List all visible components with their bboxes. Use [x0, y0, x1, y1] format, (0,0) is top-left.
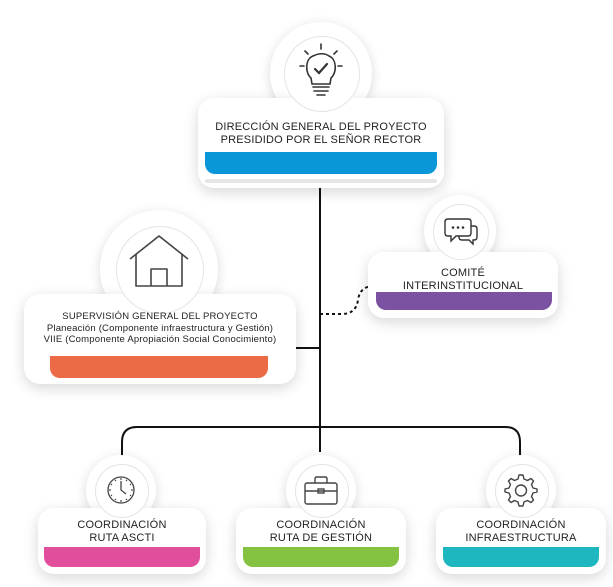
house-icon	[129, 235, 189, 287]
supervision-title: SUPERVISIÓN GENERAL DEL PROYECTO Planeac…	[43, 311, 277, 345]
coordination-branch-line	[121, 426, 521, 467]
lightbulb-check-icon	[299, 43, 343, 96]
direction-title: DIRECCIÓN GENERAL DEL PROYECTO PRESIDIDO…	[215, 121, 427, 146]
infra-title: COORDINACIÓN INFRAESTRUCTURA	[465, 519, 577, 544]
chat-bubbles-icon	[444, 218, 478, 246]
direction-color-bar	[205, 152, 437, 174]
comite-color-bar	[376, 292, 552, 310]
supervision-color-bar	[50, 356, 268, 378]
direction-icon-ring	[284, 36, 360, 112]
infra-color-bar	[443, 547, 599, 567]
comite-icon-ring	[433, 204, 489, 260]
ascti-color-bar	[44, 547, 200, 567]
comite-title: COMITÉ INTERINSTITUCIONAL	[402, 267, 524, 292]
infra-icon-ring	[495, 464, 549, 518]
clock-icon	[107, 476, 135, 504]
comite-dotted-connector	[320, 285, 375, 315]
gestion-title: COORDINACIÓN RUTA DE GESTIÓN	[269, 519, 373, 544]
ascti-title: COORDINACIÓN RUTA ASCTI	[77, 519, 167, 544]
direction-base-strip	[205, 179, 437, 183]
briefcase-icon	[304, 476, 338, 505]
supervision-icon-ring	[116, 226, 204, 314]
gear-icon	[504, 474, 538, 507]
gestion-color-bar	[243, 547, 399, 567]
